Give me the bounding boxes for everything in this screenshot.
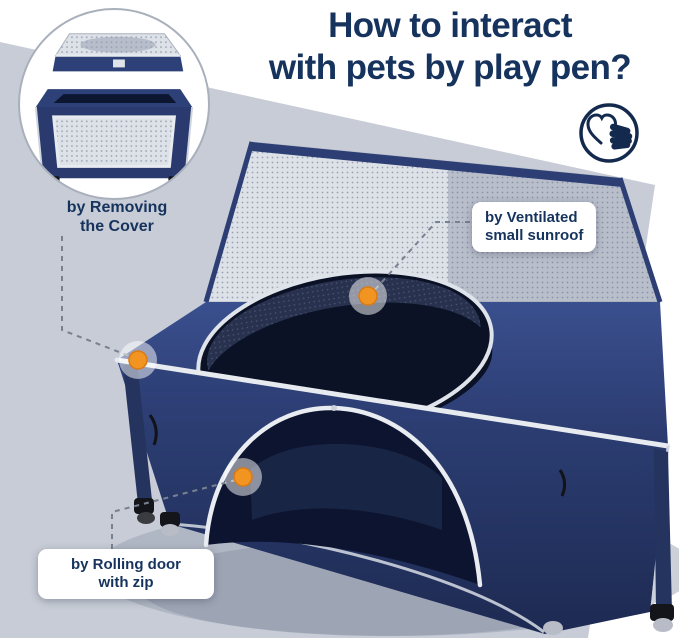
remove-cover-caption-line1: by Removing bbox=[66, 199, 168, 216]
rolling-door-opening bbox=[203, 405, 483, 588]
marker-sunroof bbox=[349, 277, 387, 315]
page-title-line1: How to interact bbox=[328, 6, 572, 45]
page-title-line2: with pets by play pen? bbox=[268, 48, 632, 87]
remove-cover-illustration bbox=[34, 33, 194, 186]
page-title: How to interact with pets by play pen? bbox=[222, 5, 678, 89]
remove-cover-caption-line2: the Cover bbox=[80, 218, 154, 235]
connector-rolling-door bbox=[111, 479, 237, 549]
remove-cover-inset bbox=[18, 8, 210, 200]
sunroof-label-line1: by Ventilated bbox=[485, 209, 578, 226]
rolling-door-label-line1: by Rolling door bbox=[71, 556, 181, 573]
petting-hand-icon bbox=[577, 101, 641, 165]
sunroof-label-line2: small sunroof bbox=[485, 227, 584, 244]
sunroof-label: by Ventilated small sunroof bbox=[472, 202, 597, 252]
marker-rolling-door bbox=[224, 458, 262, 496]
pen-legs bbox=[123, 362, 674, 635]
connector-sunroof bbox=[371, 221, 470, 294]
inset-pen-body bbox=[34, 89, 194, 186]
marker-remove-cover bbox=[119, 341, 157, 379]
rolling-door-label: by Rolling door with zip bbox=[38, 549, 214, 599]
mesh-roof bbox=[203, 141, 663, 303]
callout-connectors bbox=[61, 221, 470, 549]
petting-hand-fingers bbox=[609, 123, 633, 150]
feature-markers bbox=[119, 277, 387, 496]
connector-remove-cover bbox=[61, 236, 133, 358]
inset-lid bbox=[52, 33, 184, 72]
rolling-door-label-line2: with zip bbox=[98, 574, 154, 591]
remove-cover-caption: by Removing the Cover bbox=[28, 198, 206, 236]
